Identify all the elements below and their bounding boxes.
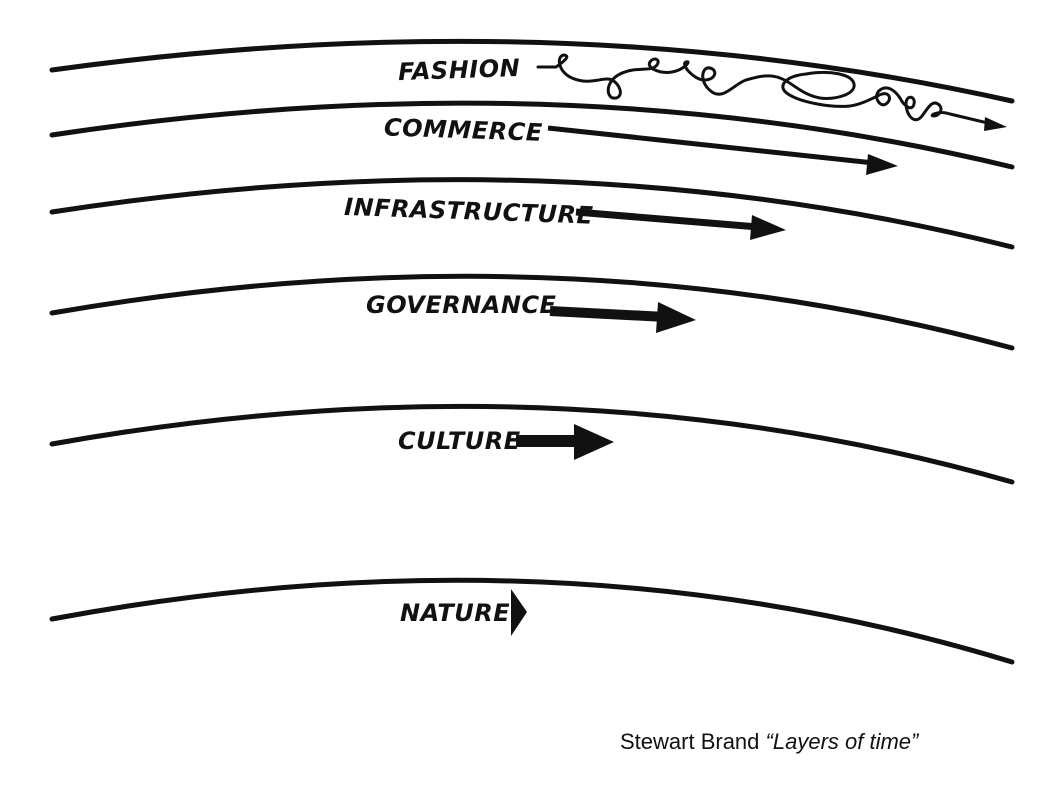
commerce-arrow	[547, 125, 898, 175]
fashion-arrow	[536, 53, 1007, 131]
caption: Stewart Brand “Layers of time”	[620, 729, 918, 755]
caption-author: Stewart Brand	[620, 729, 760, 754]
nature-arrow	[511, 589, 527, 636]
infrastructure-arrow	[575, 208, 786, 240]
boundary-line-2	[49, 100, 1015, 170]
layer-label-governance: GOVERNANCE	[366, 291, 557, 319]
layer-label-fashion: FASHION	[398, 54, 521, 86]
layer-label-commerce: COMMERCE	[384, 113, 544, 147]
layer-label-culture: CULTURE	[398, 427, 521, 455]
caption-title: “Layers of time”	[765, 729, 919, 754]
boundary-line-1	[49, 38, 1015, 104]
governance-arrow	[549, 302, 696, 333]
culture-arrow	[516, 424, 614, 460]
layer-label-infrastructure: INFRASTRUCTURE	[344, 193, 594, 230]
layer-boundaries	[49, 38, 1015, 665]
boundary-line-4	[49, 273, 1015, 351]
layer-label-nature: NATURE	[400, 599, 510, 627]
boundary-line-5	[49, 403, 1015, 485]
boundary-line-6	[49, 577, 1015, 665]
boundary-line-3	[49, 177, 1015, 250]
